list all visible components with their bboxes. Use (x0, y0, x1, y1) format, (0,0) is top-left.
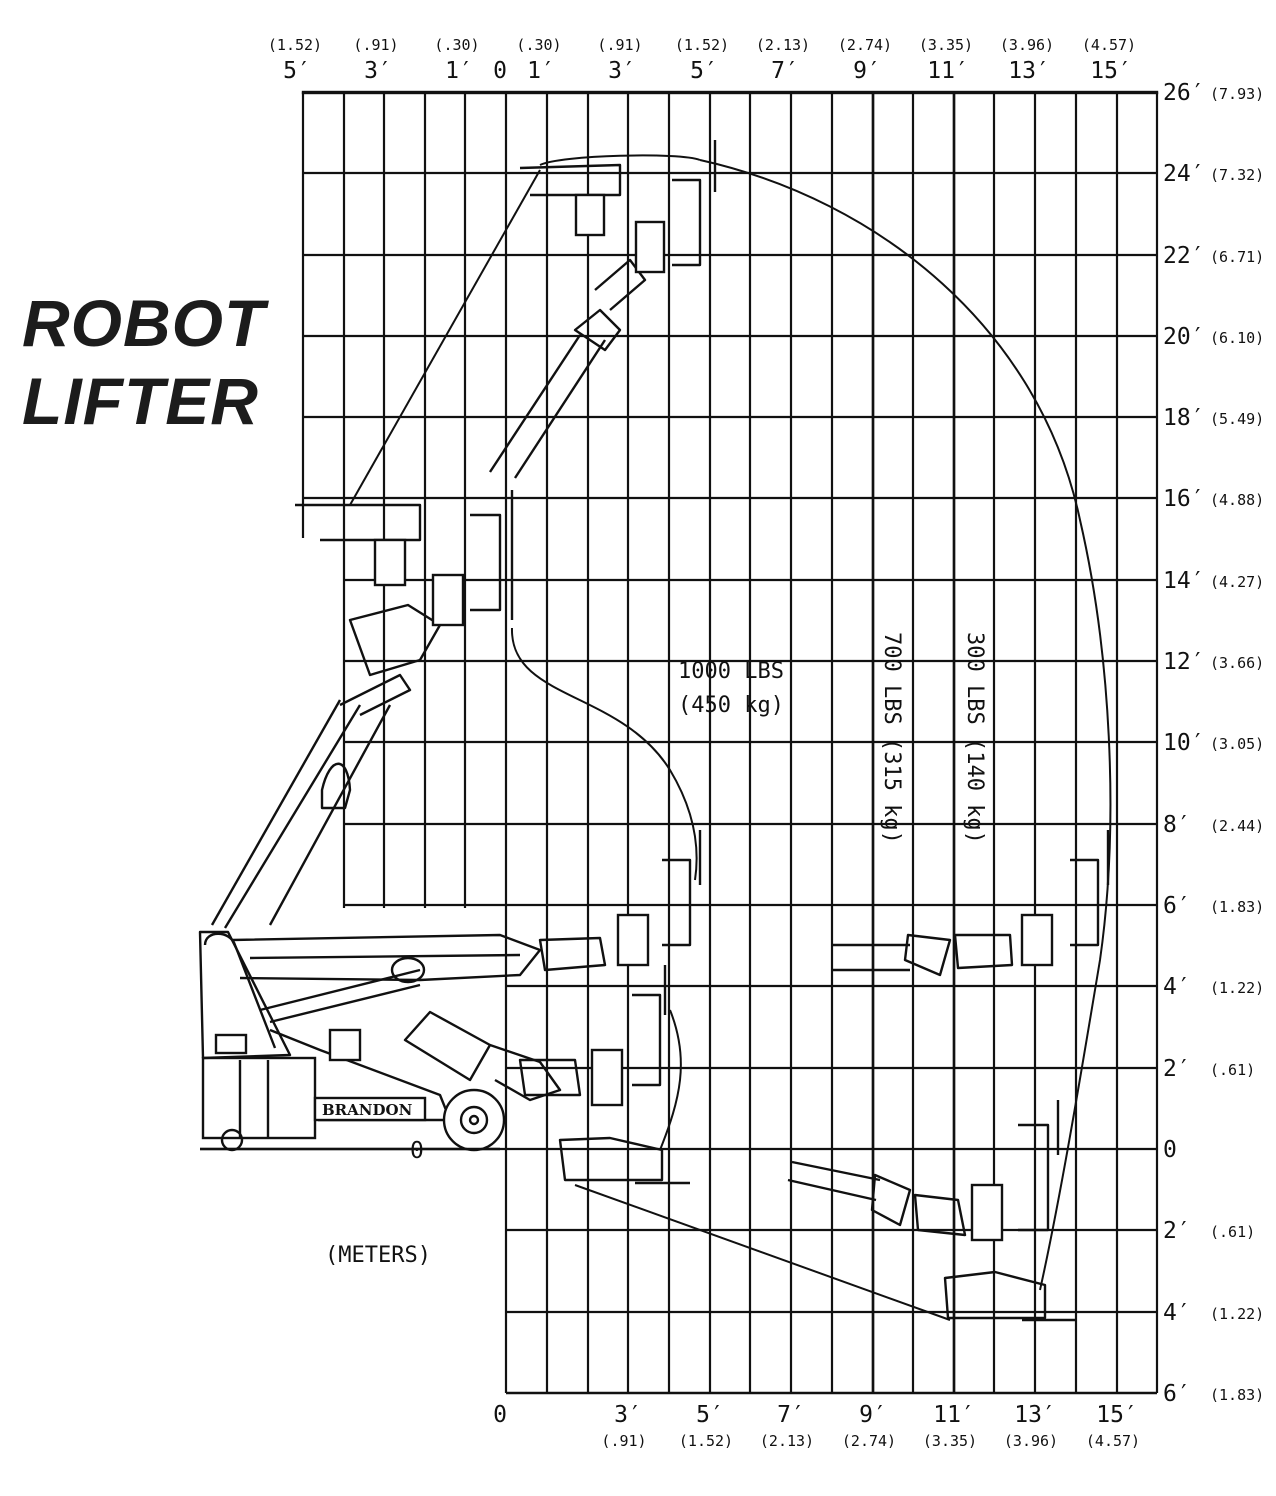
top-axis-feet: 15′ (1090, 58, 1132, 84)
capacity-1000-lbs: 1000 LBS (678, 659, 784, 684)
right-axis-meters: (4.88) (1210, 491, 1264, 509)
right-axis-feet: 16′ (1163, 486, 1205, 512)
right-axis-feet: 6′ (1163, 1381, 1191, 1407)
reach-envelope-outer (699, 159, 1112, 1291)
right-axis-feet: 0 (1163, 1137, 1177, 1163)
bottom-axis-feet: 15′ (1096, 1402, 1138, 1428)
bottom-axis-meters: (4.57) (1086, 1432, 1140, 1450)
top-axis: (1.52) 5′ (.91) 3′ (.30) 1′ 0 (.30) 1′ (.91) 3′ (1.… (268, 36, 1136, 84)
right-axis-feet: 4′ (1163, 974, 1191, 1000)
right-axis-meters: (7.93) (1210, 85, 1264, 103)
right-axis: 26′ (7.93) 24′ (7.32) 22′ (6.71) 20′ (6.10) 18′ (… (1163, 80, 1264, 1407)
bottom-axis-meters: (2.74) (842, 1432, 896, 1450)
bottom-axis-feet: 7′ (777, 1402, 805, 1428)
top-axis-meters: (3.96) (1000, 36, 1054, 54)
machine-base: BRANDON (198, 673, 562, 1152)
top-axis-feet: 5′ (690, 58, 718, 84)
right-axis-meters: (1.83) (1210, 898, 1264, 916)
bottom-axis-feet: 13′ (1014, 1402, 1056, 1428)
reach-envelope-bottom (574, 1184, 951, 1321)
right-axis-meters: (5.49) (1210, 410, 1264, 428)
top-axis-feet: 1′ (445, 58, 473, 84)
right-axis-meters: (.61) (1210, 1061, 1255, 1079)
top-axis-feet: 5′ (283, 58, 311, 84)
reach-envelope-upper (349, 169, 541, 506)
top-axis-meters: (1.52) (675, 36, 729, 54)
bottom-axis-meters: (3.96) (1004, 1432, 1058, 1450)
reach-envelope-inner (510, 627, 698, 881)
capacity-700-lbs: 700 LBS (315 kg) (879, 632, 904, 844)
top-axis-meters: (.91) (353, 36, 398, 54)
right-axis-meters: (1.22) (1210, 1305, 1264, 1323)
title-robot: ROBOT (22, 286, 266, 360)
units-label: (METERS) (325, 1243, 431, 1268)
top-axis-meters: (3.35) (919, 36, 973, 54)
right-axis-meters: (4.27) (1210, 573, 1264, 591)
attachment-upper-left (295, 490, 514, 677)
right-axis-feet: 20′ (1163, 324, 1205, 350)
right-axis-feet: 8′ (1163, 812, 1191, 838)
bottom-axis-feet: 11′ (933, 1402, 975, 1428)
right-axis-feet: 10′ (1163, 730, 1205, 756)
bottom-axis-feet: 3′ (614, 1402, 642, 1428)
right-axis-feet: 12′ (1163, 649, 1205, 675)
brand-label: BRANDON (322, 1101, 413, 1119)
right-axis-feet: 22′ (1163, 243, 1205, 269)
top-axis-feet: 3′ (364, 58, 392, 84)
bottom-axis-feet: 9′ (859, 1402, 887, 1428)
right-axis-meters: (.61) (1210, 1223, 1255, 1241)
bottom-axis-meters: (.91) (601, 1432, 646, 1450)
top-axis-meters: (.30) (434, 36, 479, 54)
right-axis-feet: 4′ (1163, 1300, 1191, 1326)
top-axis-feet: 9′ (853, 58, 881, 84)
right-axis-meters: (3.05) (1210, 735, 1264, 753)
capacity-300-lbs: 300 LBS (140 kg) (962, 632, 987, 844)
capacity-450-kg: (450 kg) (678, 693, 784, 718)
attachment-right-middle (832, 830, 1110, 977)
top-axis-feet: 1′ (527, 58, 555, 84)
bottom-axis-feet: 0 (493, 1402, 507, 1428)
right-axis-feet: 6′ (1163, 893, 1191, 919)
bottom-axis-meters: (2.13) (760, 1432, 814, 1450)
top-axis-meters: (4.57) (1082, 36, 1136, 54)
right-axis-feet: 24′ (1163, 161, 1205, 187)
right-axis-meters: (1.83) (1210, 1386, 1264, 1404)
title-lifter: LIFTER (22, 364, 259, 438)
right-axis-meters: (3.66) (1210, 654, 1264, 672)
bottom-axis-feet: 5′ (696, 1402, 724, 1428)
bottom-axis: 0 3′ (.91) 5′ (1.52) 7′ (2.13) 9′ (2.74) 11′ (3.35… (493, 1402, 1140, 1450)
top-axis-feet: 11′ (927, 58, 969, 84)
top-axis-meters: (2.74) (838, 36, 892, 54)
right-axis-meters: (2.44) (1210, 817, 1264, 835)
top-axis-feet: 3′ (608, 58, 636, 84)
grid (200, 92, 1159, 1393)
top-border (301, 90, 1159, 95)
right-axis-feet: 26′ (1163, 80, 1205, 106)
right-axis-meters: (6.10) (1210, 329, 1264, 347)
top-axis-feet: 13′ (1008, 58, 1050, 84)
bottom-axis-meters: (3.35) (923, 1432, 977, 1450)
top-axis-feet: 0 (493, 58, 507, 84)
right-axis-meters: (6.71) (1210, 248, 1264, 266)
top-axis-feet: 7′ (771, 58, 799, 84)
attachment-right-lower (787, 1100, 1075, 1322)
reach-envelope-lower (659, 1009, 682, 1151)
attachment-top (488, 140, 717, 479)
right-axis-feet: 18′ (1163, 405, 1205, 431)
top-axis-meters: (.30) (516, 36, 561, 54)
top-axis-meters: (1.52) (268, 36, 322, 54)
ground-zero-label: 0 (410, 1138, 424, 1164)
right-axis-feet: 2′ (1163, 1056, 1191, 1082)
bottom-axis-meters: (1.52) (679, 1432, 733, 1450)
attachment-middle (538, 830, 702, 972)
right-axis-feet: 14′ (1163, 568, 1205, 594)
right-axis-meters: (1.22) (1210, 979, 1264, 997)
top-axis-meters: (.91) (597, 36, 642, 54)
attachment-lower (518, 965, 690, 1185)
right-axis-meters: (7.32) (1210, 166, 1264, 184)
top-axis-meters: (2.13) (756, 36, 810, 54)
right-axis-feet: 2′ (1163, 1218, 1191, 1244)
reach-envelope-top (539, 154, 701, 166)
